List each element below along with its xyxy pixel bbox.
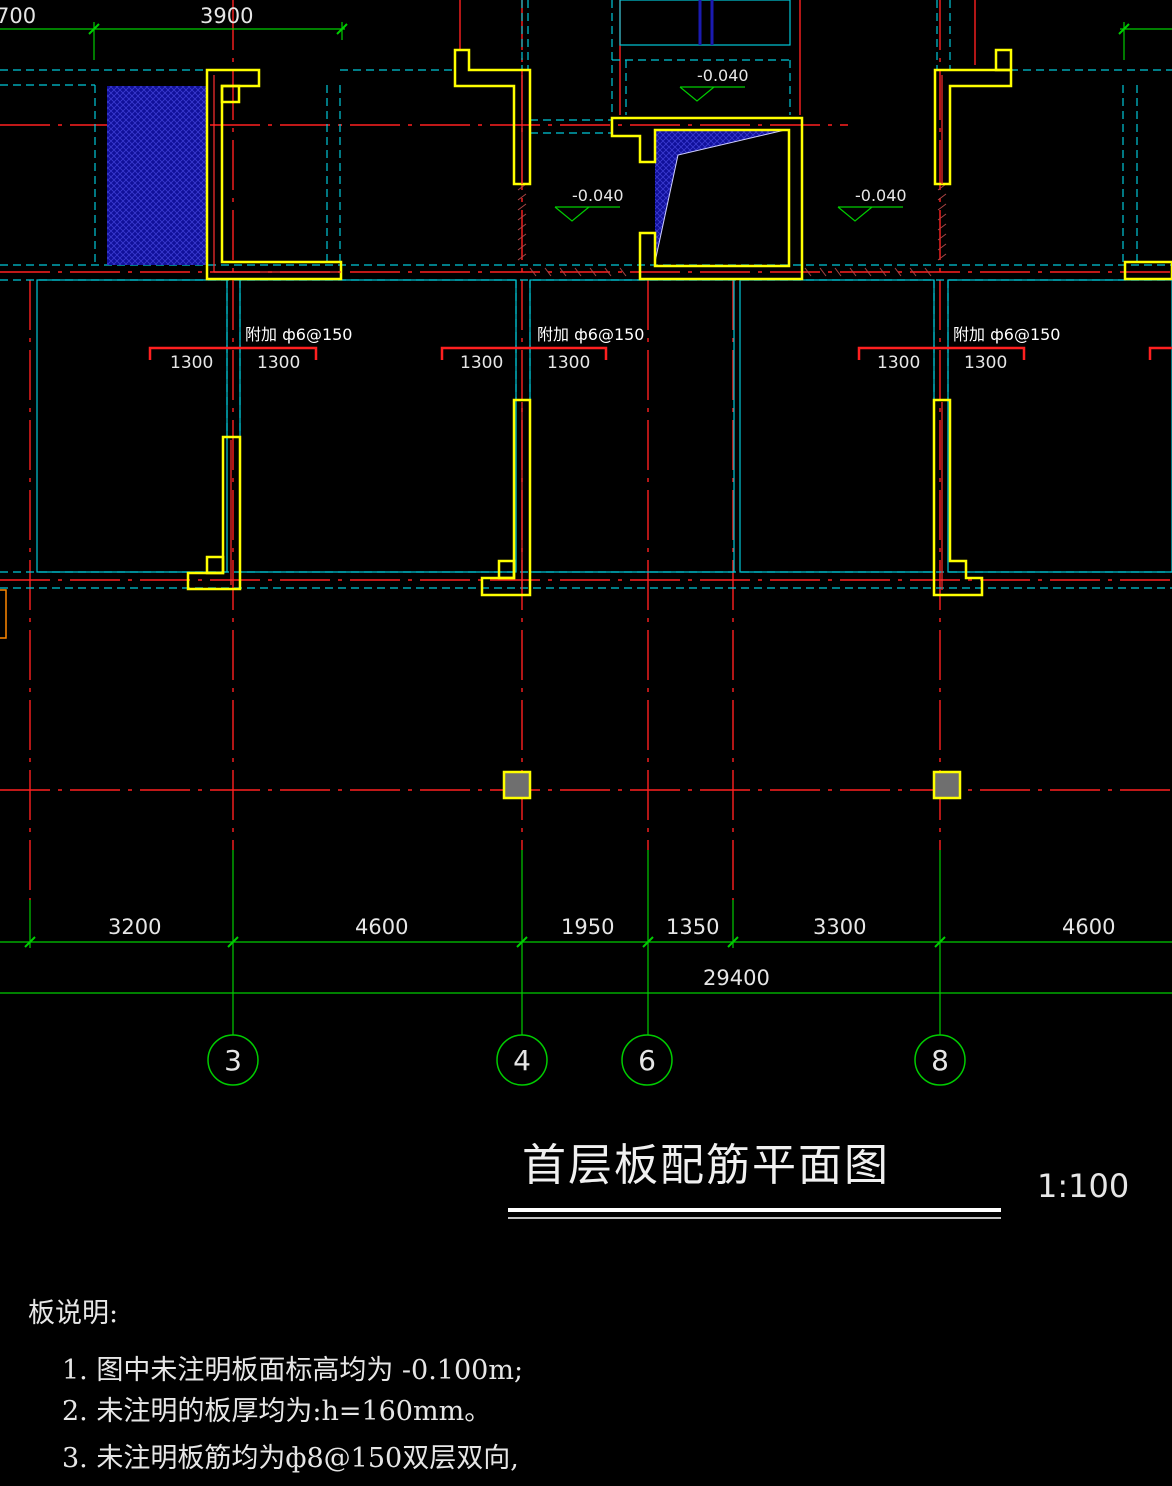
rebar-lines bbox=[148, 346, 1172, 360]
svg-text:1300: 1300 bbox=[547, 353, 590, 373]
level-left: -0.040 bbox=[572, 186, 624, 205]
level-right: -0.040 bbox=[855, 186, 907, 205]
dim-3300: 3300 bbox=[813, 915, 866, 939]
hatched-slab-shaft bbox=[655, 130, 785, 262]
shear-walls bbox=[186, 48, 1172, 597]
level-markers bbox=[554, 86, 903, 222]
svg-text:1300: 1300 bbox=[170, 353, 213, 373]
top-dimension bbox=[0, 22, 1172, 60]
top-dim-span: 3900 bbox=[200, 4, 253, 28]
dim-1950: 1950 bbox=[561, 915, 614, 939]
drawing-scale: 1:100 bbox=[1037, 1167, 1129, 1205]
axis-label-4: 4 bbox=[513, 1044, 531, 1077]
drawing-title: 首层板配筋平面图 bbox=[522, 1140, 890, 1191]
dim-total: 29400 bbox=[703, 966, 770, 990]
note-4-partial: … bbox=[62, 1476, 89, 1486]
svg-text:附加 ф6@150: 附加 ф6@150 bbox=[953, 325, 1061, 344]
svg-text:1300: 1300 bbox=[964, 353, 1007, 373]
dim-4600-a: 4600 bbox=[355, 915, 408, 939]
notes-heading: 板说明: bbox=[28, 1298, 118, 1329]
rebar-note-2: 附加 ф6@150 1300 1300 bbox=[460, 325, 645, 373]
svg-text:附加 ф6@150: 附加 ф6@150 bbox=[245, 325, 353, 344]
level-shaft: -0.040 bbox=[697, 66, 749, 85]
svg-text:1300: 1300 bbox=[460, 353, 503, 373]
hatched-slab-left bbox=[107, 86, 206, 265]
svg-text:1300: 1300 bbox=[877, 353, 920, 373]
rebar-note-3: 附加 ф6@150 1300 1300 bbox=[877, 325, 1061, 373]
wall-hatch-ticks bbox=[517, 183, 947, 277]
svg-text:附加 ф6@150: 附加 ф6@150 bbox=[537, 325, 645, 344]
bottom-dimension-lines bbox=[0, 850, 1172, 1035]
top-dim-left: 700 bbox=[0, 4, 36, 28]
axis-label-3: 3 bbox=[224, 1044, 242, 1077]
dim-4600-b: 4600 bbox=[1062, 915, 1115, 939]
note-3: 3. 未注明板筋均为ф8@150双层双向, bbox=[62, 1443, 519, 1474]
note-1: 1. 图中未注明板面标高均为 -0.100m; bbox=[62, 1355, 523, 1386]
dim-3200: 3200 bbox=[108, 915, 161, 939]
column-axis-4 bbox=[502, 770, 532, 800]
axis-label-6: 6 bbox=[638, 1044, 656, 1077]
note-2: 2. 未注明的板厚均为:h=160mm。 bbox=[62, 1396, 491, 1427]
svg-text:1300: 1300 bbox=[257, 353, 300, 373]
axis-label-8: 8 bbox=[931, 1044, 949, 1077]
rebar-note-1: 附加 ф6@150 1300 1300 bbox=[170, 325, 353, 373]
axis-bubbles bbox=[207, 1034, 966, 1086]
column-axis-8 bbox=[932, 770, 962, 800]
dim-1350: 1350 bbox=[666, 915, 719, 939]
